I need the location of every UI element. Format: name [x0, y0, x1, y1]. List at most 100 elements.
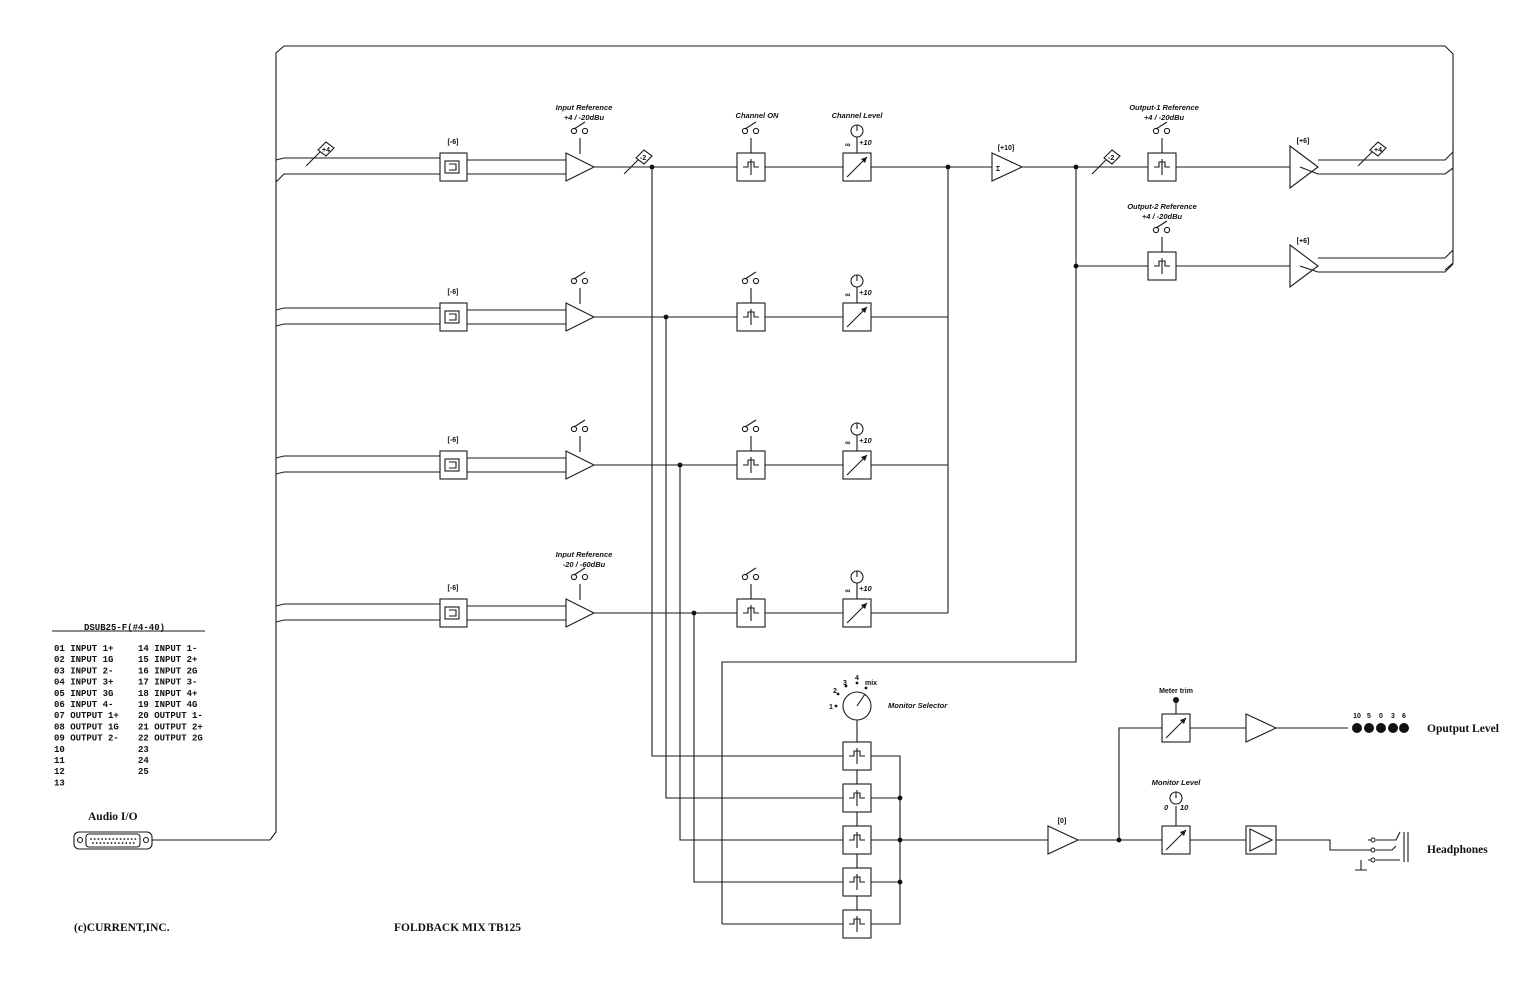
svg-text:Output-2 Reference: Output-2 Reference: [1127, 202, 1197, 211]
pin-left-4: 04 INPUT 3+: [54, 678, 113, 688]
wire-marker-output: +4: [1357, 141, 1387, 167]
svg-text:4: 4: [855, 675, 859, 682]
channel-on-switch-3: [741, 419, 760, 433]
pin-right-11: 24: [138, 756, 149, 766]
channel-level-label: Channel Level: [832, 111, 884, 120]
wire-marker-input: +4: [305, 141, 335, 167]
svg-text:6: 6: [1402, 713, 1406, 720]
svg-text:+10: +10: [859, 436, 873, 445]
wire-marker-ch1: -2: [623, 149, 653, 175]
svg-text:[+6]: [+6]: [1297, 138, 1310, 145]
pinout-table: DSUB25-F(#4-40) 01 INPUT 1+02 INPUT 1G03…: [52, 623, 205, 788]
pad-4: [-6]: [439, 585, 468, 628]
channel-on-switch-1: [741, 121, 760, 135]
svg-text:∞: ∞: [845, 586, 850, 595]
channel-on-vca-3: [736, 450, 766, 480]
svg-text:Output-1 Reference: Output-1 Reference: [1129, 103, 1199, 112]
svg-text:Monitor Selector: Monitor Selector: [888, 701, 948, 710]
meter-led-3: 0: [1376, 713, 1386, 733]
channel-on-vca-1: [736, 152, 766, 182]
input-reference-switch-2: [570, 271, 589, 285]
channel-on-label: Channel ON: [736, 111, 780, 120]
input-channels: [-6]∞+10[-6]∞+10[-6]∞+10[-6]∞+10: [439, 121, 873, 628]
pin-left-10: 10: [54, 745, 65, 755]
svg-text:5: 5: [1367, 713, 1371, 720]
svg-text:3: 3: [1391, 713, 1395, 720]
svg-text:+10: +10: [859, 288, 873, 297]
pin-right-4: 17 INPUT 3-: [138, 678, 197, 688]
svg-text:10: 10: [1180, 803, 1189, 812]
svg-text:+4 / -20dBu: +4 / -20dBu: [1144, 113, 1185, 122]
meter-led-1: 10: [1352, 713, 1362, 733]
monitor-amplifier: [0]: [1047, 818, 1080, 855]
monitor-selector: 1 2 3 4 mix Monitor Selector: [829, 675, 948, 721]
input-reference-switch-4: [570, 567, 589, 581]
monitor-level: Monitor Level 0 10: [1152, 778, 1202, 855]
input-amplifier-1: [565, 152, 596, 182]
svg-text:Meter trim: Meter trim: [1159, 688, 1193, 695]
channel-on-switch-4: [741, 567, 760, 581]
headphone-jack: [1355, 831, 1409, 871]
svg-text:[0]: [0]: [1058, 818, 1067, 825]
svg-text:3: 3: [843, 680, 847, 687]
svg-text:[-6]: [-6]: [448, 139, 459, 146]
monitor-switch-3: [842, 825, 872, 855]
monitor-switch-2: [842, 783, 872, 813]
input-amplifier-2: [565, 302, 596, 332]
meter-trim: Meter trim: [1159, 688, 1193, 743]
svg-text:+4 / -20dBu: +4 / -20dBu: [1142, 212, 1183, 221]
svg-text:Monitor Level: Monitor Level: [1152, 778, 1202, 787]
junction-dots: [649, 164, 1122, 885]
svg-text:[-6]: [-6]: [448, 289, 459, 296]
channel-level-4: ∞ +10: [842, 570, 873, 628]
svg-text:[+10]: [+10]: [998, 145, 1015, 152]
svg-text:0: 0: [1164, 803, 1169, 812]
pin-right-2: 15 INPUT 2+: [138, 655, 197, 665]
input-reference-4: Input Reference -20 / -60dBu: [556, 550, 613, 569]
svg-text:[-6]: [-6]: [448, 585, 459, 592]
pin-left-8: 08 OUTPUT 1G: [54, 722, 119, 732]
svg-text:+4: +4: [322, 147, 330, 154]
summing-amplifier: [+10] Σ: [991, 145, 1024, 182]
wiring: [152, 45, 1454, 925]
svg-text:DSUB25-F(#4-40): DSUB25-F(#4-40): [84, 623, 165, 633]
pin-left-2: 02 INPUT 1G: [54, 655, 113, 665]
svg-text:+10: +10: [859, 584, 873, 593]
svg-text:+4 / -20dBu: +4 / -20dBu: [564, 113, 605, 122]
svg-text:[+6]: [+6]: [1297, 238, 1310, 245]
output-2-amplifier: [+6]: [1289, 238, 1319, 289]
svg-text:1: 1: [829, 704, 833, 711]
channel-level-3: ∞+10: [842, 422, 873, 480]
pin-right-3: 16 INPUT 2G: [138, 666, 197, 676]
output-reference-switches: [1147, 121, 1177, 281]
pin-left-11: 11: [54, 756, 65, 766]
pin-left-6: 06 INPUT 4-: [54, 700, 113, 710]
pin-left-3: 03 INPUT 2-: [54, 666, 113, 676]
output-2-reference-vca: [1147, 251, 1177, 281]
pin-right-10: 23: [138, 745, 149, 755]
copyright: (c)CURRENT,INC.: [74, 922, 170, 934]
meter-led-2: 5: [1364, 713, 1374, 733]
svg-text:-20 / -60dBu: -20 / -60dBu: [563, 560, 606, 569]
channel-level-1: ∞+10: [842, 124, 873, 182]
output-1-reference: Output-1 Reference +4 / -20dBu: [1129, 103, 1199, 122]
svg-text:10: 10: [1353, 713, 1361, 720]
pin-left-9: 09 OUTPUT 2-: [54, 734, 119, 744]
svg-text:-2: -2: [640, 155, 646, 162]
input-reference-switch-3: [570, 419, 589, 433]
input-amplifier-4: [565, 598, 596, 628]
input-amplifier-3: [565, 450, 596, 480]
meter-led-4: 3: [1388, 713, 1398, 733]
diagram-title: FOLDBACK MIX TB125: [394, 922, 521, 934]
channel-on-switch-2: [741, 271, 760, 285]
wire-markers: +4 -2 -2 +4: [305, 141, 1387, 175]
svg-text:Input Reference: Input Reference: [556, 103, 613, 112]
pad-3: [-6]: [439, 437, 468, 480]
headphone-amplifier: [1245, 825, 1277, 855]
svg-text:2: 2: [833, 688, 837, 695]
pin-right-6: 19 INPUT 4G: [138, 700, 197, 710]
output-1-reference-switch: [1152, 121, 1171, 135]
channel-1: [-6] ∞+10: [439, 121, 873, 182]
pin-right-7: 20 OUTPUT 1-: [138, 711, 203, 721]
